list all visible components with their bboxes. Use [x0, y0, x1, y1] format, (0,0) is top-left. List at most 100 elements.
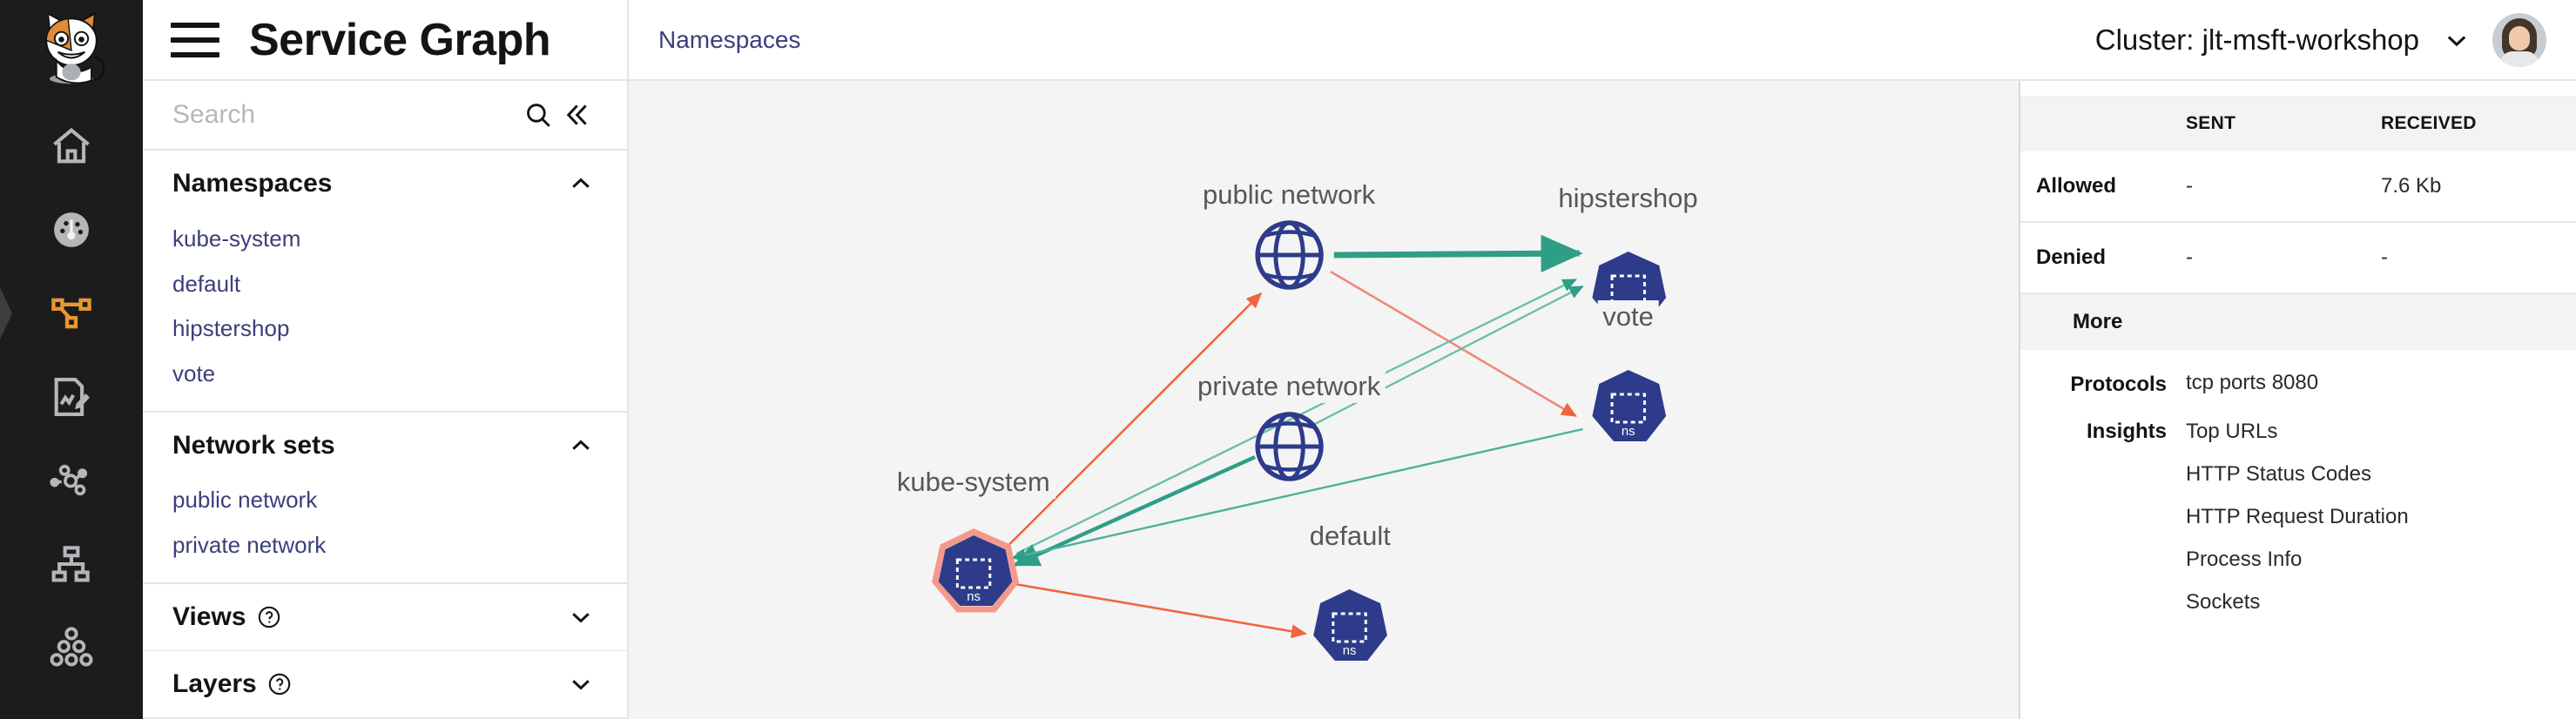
divider	[143, 582, 627, 584]
divider	[143, 649, 627, 652]
graph-node-kube-system[interactable]: ns	[931, 528, 1020, 613]
graph-edges-and-nodes: ns ns ns ns	[931, 220, 1667, 661]
divider	[143, 717, 627, 719]
svg-text:ns: ns	[1622, 306, 1635, 320]
sidebar-section-network-sets[interactable]: Network sets	[143, 413, 627, 479]
sidebar-item-private-network[interactable]: private network	[172, 532, 327, 559]
sidebar-section-layers[interactable]: Layers	[143, 651, 627, 717]
graph-node-public-network[interactable]	[1255, 220, 1324, 290]
row-label-denied: Denied	[2036, 245, 2107, 269]
nav-item-hierarchy[interactable]	[0, 522, 143, 606]
top-right-header: Cluster: jlt-msft-workshop	[1618, 0, 2576, 81]
sidebar-section-namespaces[interactable]: Namespaces	[143, 151, 627, 217]
calico-cat-logo	[45, 11, 105, 84]
sidebar-item-vote[interactable]: vote	[172, 360, 216, 387]
graph-node-hipstershop[interactable]: ns	[1592, 252, 1667, 323]
document-edit-icon	[54, 378, 91, 416]
graph-edge-kube-system-to-default[interactable]	[1015, 582, 1307, 639]
hierarchy-icon	[51, 546, 90, 582]
graph-area[interactable]: ns ns ns ns	[629, 81, 2019, 719]
service-graph-icon	[51, 298, 91, 329]
section-title-layers: Layers	[172, 669, 257, 699]
graph-edge-vote-to-kube-system[interactable]	[1010, 427, 1583, 561]
nav-item-service-graph[interactable]	[0, 272, 143, 355]
column-header-received: RECEIVED	[2381, 113, 2477, 133]
nav-item-home[interactable]	[0, 104, 143, 188]
graph-edge-public-network-to-vote[interactable]	[1330, 270, 1577, 418]
graph-edge-private-network-to-hipstershop[interactable]	[1307, 285, 1584, 429]
protocols-row: Protocols tcp ports 8080	[2020, 350, 2576, 397]
section-title-network-sets: Network sets	[172, 430, 335, 460]
graph-node-default[interactable]: ns	[1313, 589, 1387, 661]
sidebar-header: Service Graph	[143, 0, 627, 81]
insight-sockets[interactable]: Sockets	[2186, 590, 2261, 614]
insight-top-urls[interactable]: Top URLs	[2186, 420, 2278, 443]
insights-label: Insights	[2086, 420, 2167, 443]
user-avatar[interactable]	[2492, 12, 2546, 67]
svg-text:ns: ns	[1343, 644, 1357, 658]
column-header-sent: SENT	[2186, 113, 2236, 133]
chevron-up-icon[interactable]	[568, 171, 594, 197]
denied-sent-value: -	[2186, 245, 2193, 269]
insights-row: Insights Top URLs HTTP Status Codes HTTP…	[2020, 397, 2576, 633]
insight-http-status-codes[interactable]: HTTP Status Codes	[2186, 462, 2371, 486]
protocols-label: Protocols	[2070, 373, 2167, 396]
more-section-header[interactable]: More	[2020, 294, 2576, 350]
graph-edge-kube-system-to-public-network[interactable]	[1005, 292, 1263, 548]
detail-panel: public network » hipstershop SENT RECEIV…	[2020, 0, 2576, 719]
divider	[143, 410, 627, 413]
chevron-up-icon[interactable]	[568, 433, 594, 459]
table-row-denied: Denied - -	[2020, 223, 2576, 294]
sidebar-item-default[interactable]: default	[172, 270, 241, 297]
graph-node-vote[interactable]: ns	[1592, 370, 1667, 441]
nav-item-policies[interactable]	[0, 355, 143, 439]
search-input[interactable]	[172, 100, 519, 130]
svg-text:ns: ns	[1622, 425, 1635, 439]
sidebar-section-views[interactable]: Views	[143, 584, 627, 650]
graph-edge-private-network-to-kube-system[interactable]	[1012, 454, 1257, 568]
insights-list: Top URLs HTTP Status Codes HTTP Request …	[2186, 420, 2409, 633]
svg-text:ns: ns	[967, 590, 981, 604]
sidebar-item-public-network[interactable]: public network	[172, 487, 318, 514]
sidebar-item-kube-system[interactable]: kube-system	[172, 225, 301, 252]
traffic-table-header: SENT RECEIVED	[2020, 96, 2576, 151]
insight-process-info[interactable]: Process Info	[2186, 548, 2303, 571]
table-row-allowed: Allowed - 7.6 Kb	[2020, 151, 2576, 223]
nav-item-nodes[interactable]	[0, 606, 143, 689]
graph-node-private-network[interactable]	[1255, 412, 1324, 481]
question-circle-icon[interactable]	[257, 605, 281, 629]
home-icon	[53, 127, 90, 164]
nav-item-dashboard[interactable]	[0, 188, 143, 272]
chevron-down-icon[interactable]	[568, 671, 594, 697]
chevron-down-icon[interactable]	[2442, 25, 2471, 55]
cluster-selector[interactable]: Cluster: jlt-msft-workshop	[2095, 24, 2471, 57]
chevron-down-icon[interactable]	[568, 604, 594, 630]
sidebar-item-hipstershop[interactable]: hipstershop	[172, 315, 290, 342]
question-circle-icon[interactable]	[267, 672, 292, 696]
denied-received-value: -	[2381, 245, 2388, 269]
node-cluster-icon	[50, 627, 93, 667]
page-title: Service Graph	[249, 14, 551, 65]
section-title-views: Views	[172, 601, 246, 631]
namespaces-list: kube-system default hipstershop vote	[143, 217, 627, 411]
allowed-received-value: 7.6 Kb	[2381, 174, 2442, 198]
network-sets-list: public network private network	[143, 478, 627, 582]
row-label-allowed: Allowed	[2036, 174, 2117, 198]
allowed-sent-value: -	[2186, 174, 2193, 198]
breadcrumb[interactable]: Namespaces	[658, 25, 801, 53]
graph-edge-public-network-to-hipstershop[interactable]	[1333, 234, 1583, 273]
network-nodes-icon	[50, 464, 88, 496]
gauge-icon	[54, 212, 89, 247]
protocols-value: tcp ports 8080	[2186, 371, 2319, 394]
hamburger-icon[interactable]	[171, 22, 219, 57]
nav-item-network[interactable]	[0, 439, 143, 522]
search-bar	[143, 81, 627, 151]
insight-http-request-duration[interactable]: HTTP Request Duration	[2186, 505, 2409, 528]
left-sidebar-panel: Service Graph Namespaces	[143, 0, 629, 719]
search-icon[interactable]	[519, 96, 557, 134]
cluster-label: Cluster: jlt-msft-workshop	[2094, 23, 2419, 56]
double-chevron-left-icon[interactable]	[557, 96, 596, 134]
section-title-namespaces: Namespaces	[172, 168, 333, 198]
primary-nav-rail	[0, 0, 143, 719]
